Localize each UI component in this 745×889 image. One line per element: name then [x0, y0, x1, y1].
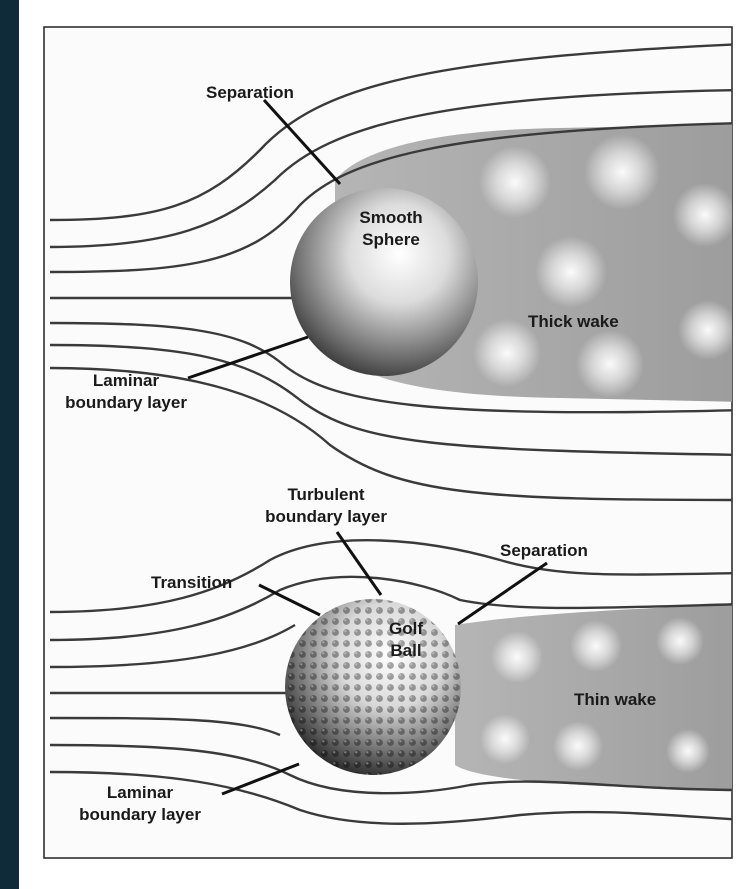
- laminar-bottom-line2: boundary layer: [70, 804, 210, 826]
- golf-ball-label: Golf Ball: [380, 618, 432, 662]
- thick-wake-label: Thick wake: [528, 311, 619, 333]
- turbulent-line1: Turbulent: [256, 484, 396, 506]
- laminar-bottom-label: Laminar boundary layer: [70, 782, 210, 826]
- smooth-sphere-label: Smooth Sphere: [356, 207, 426, 251]
- transition-label: Transition: [151, 572, 232, 594]
- laminar-top-line2: boundary layer: [56, 392, 196, 414]
- separation-bottom-label: Separation: [500, 540, 588, 562]
- turbulent-line2: boundary layer: [256, 506, 396, 528]
- smooth-label: Smooth: [356, 207, 426, 229]
- thin-wake-label: Thin wake: [574, 689, 656, 711]
- separation-top-label: Separation: [206, 82, 294, 104]
- laminar-bottom-line1: Laminar: [70, 782, 210, 804]
- turbulent-label: Turbulent boundary layer: [256, 484, 396, 528]
- golf-ball: [285, 599, 461, 775]
- sphere-label: Sphere: [356, 229, 426, 251]
- laminar-top-line1: Laminar: [56, 370, 196, 392]
- ball-label: Ball: [380, 640, 432, 662]
- golf-label: Golf: [380, 618, 432, 640]
- laminar-top-label: Laminar boundary layer: [56, 370, 196, 414]
